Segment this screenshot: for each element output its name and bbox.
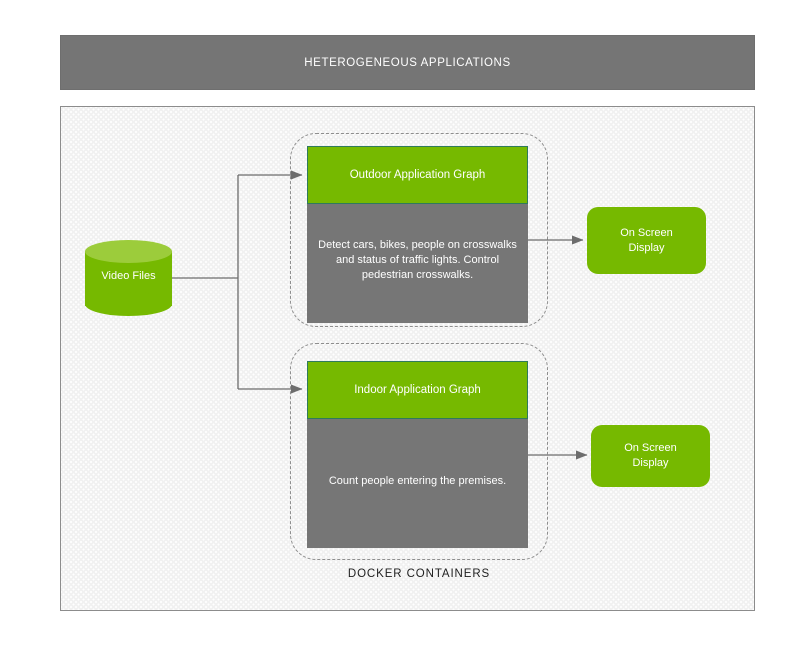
indoor-card-title: Indoor Application Graph	[354, 384, 481, 396]
osd-outdoor-line1: On Screen	[620, 226, 673, 239]
on-screen-display-outdoor[interactable]: On Screen Display	[587, 207, 706, 274]
indoor-card-description: Count people entering the premises.	[328, 475, 507, 487]
indoor-card-body: Count people entering the premises.	[307, 419, 528, 548]
osd-outdoor-label: On Screen Display	[620, 226, 673, 256]
docker-container-indoor	[290, 343, 548, 560]
osd-indoor-label: On Screen Display	[624, 441, 677, 471]
indoor-card-header: Indoor Application Graph	[307, 361, 528, 419]
outdoor-card-description: Detect cars, bikes, people on crosswalks…	[318, 239, 517, 281]
osd-indoor-line1: On Screen	[624, 442, 677, 454]
docker-container-outdoor	[290, 133, 548, 327]
header-title: HETEROGENEOUS APPLICATIONS	[304, 56, 511, 69]
outdoor-card-title: Outdoor Application Graph	[349, 169, 486, 181]
cylinder-top-ellipse	[85, 240, 172, 263]
outdoor-application-card[interactable]: Outdoor Application Graph Detect cars, b…	[307, 146, 528, 323]
video-files-datastore[interactable]: Video Files	[85, 240, 172, 317]
outdoor-card-header: Outdoor Application Graph	[307, 146, 528, 204]
on-screen-display-indoor[interactable]: On Screen Display	[591, 425, 710, 487]
video-files-label: Video Files	[101, 270, 156, 282]
indoor-application-card[interactable]: Indoor Application Graph Count people en…	[307, 361, 528, 548]
outdoor-card-body: Detect cars, bikes, people on crosswalks…	[307, 204, 528, 323]
cylinder-bottom-ellipse	[85, 292, 172, 316]
header-bar: HETEROGENEOUS APPLICATIONS	[60, 35, 755, 90]
docker-containers-label: DOCKER CONTAINERS	[347, 568, 491, 580]
osd-outdoor-line2: Display	[628, 241, 665, 254]
osd-indoor-line2: Display	[632, 457, 669, 469]
